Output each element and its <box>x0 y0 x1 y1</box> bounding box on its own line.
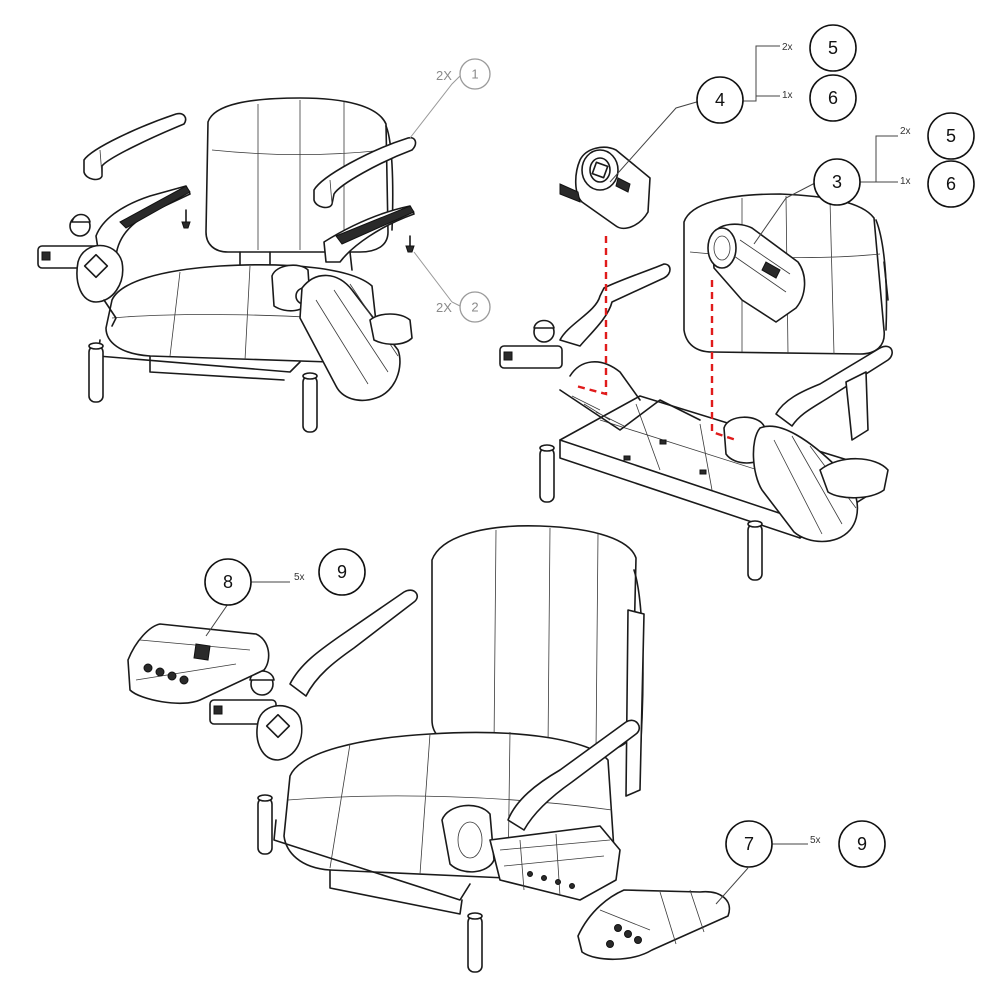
callout-5a-number: 5 <box>828 38 838 58</box>
callout-1-number: 1 <box>471 67 478 82</box>
callout-9a: 5x 9 <box>294 548 366 596</box>
callout-4-number: 4 <box>715 90 725 110</box>
callout-1: 2X 1 <box>436 58 491 90</box>
callout-3-number: 3 <box>832 172 842 192</box>
callout-6a-qty: 1x <box>782 90 793 101</box>
callout-6b-qty: 1x <box>900 176 911 187</box>
seat-assembly-top-left <box>37 97 417 433</box>
callout-4: 4 <box>696 76 744 124</box>
callout-9a-qty: 5x <box>294 572 305 583</box>
callout-8: 8 <box>204 558 252 606</box>
callout-6a-number: 6 <box>828 88 838 108</box>
callout-2: 2X 2 <box>436 291 491 323</box>
callout-3: 3 <box>813 158 861 206</box>
callout-5a: 2x 5 <box>782 24 857 72</box>
callout-8-number: 8 <box>223 572 233 592</box>
seat-assembly-right <box>499 146 893 581</box>
callout-5b: 2x 5 <box>900 112 975 160</box>
callout-6b-number: 6 <box>946 174 956 194</box>
callout-7: 7 <box>725 820 773 868</box>
callout-5b-number: 5 <box>946 126 956 146</box>
callout-9a-number: 9 <box>337 562 347 582</box>
leader-lines <box>205 45 898 905</box>
callout-7-number: 7 <box>744 834 754 854</box>
seat-assembly-bottom <box>127 525 731 973</box>
callout-6a: 1x 6 <box>782 74 857 122</box>
callout-9b-qty: 5x <box>810 835 821 846</box>
callout-5b-qty: 2x <box>900 126 911 137</box>
callout-5a-qty: 2x <box>782 42 793 53</box>
callout-9b-number: 9 <box>857 834 867 854</box>
callout-1-qty: 2X <box>436 68 452 83</box>
callout-2-qty: 2X <box>436 300 452 315</box>
callout-2-number: 2 <box>471 300 478 315</box>
callout-6b: 1x 6 <box>900 160 975 208</box>
callout-9b: 5x 9 <box>810 820 886 868</box>
